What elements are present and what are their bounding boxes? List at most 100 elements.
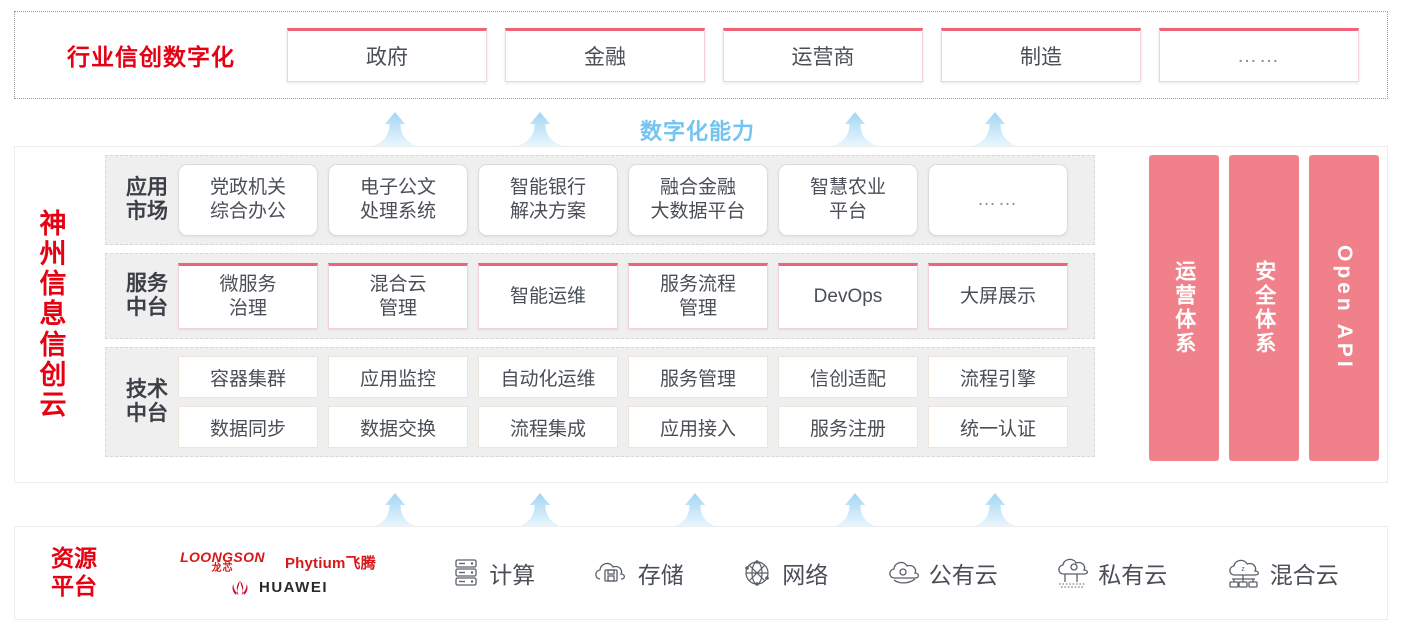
resource-title-line: 平台 xyxy=(51,573,97,599)
resource-item-compute[interactable]: 计算 xyxy=(451,556,535,590)
card-line: 管理 xyxy=(378,298,417,319)
cloud-title-char: 云 xyxy=(39,390,67,421)
tech-card-service-mgmt[interactable]: 服务管理 xyxy=(628,356,768,398)
card-line: 治理 xyxy=(228,298,267,319)
tier-label-service-platform: 服务 中台 xyxy=(116,272,178,320)
tier-label-line: 市场 xyxy=(126,200,168,223)
tier-label-line: 中台 xyxy=(126,296,168,319)
service-card-process-mgmt[interactable]: 服务流程 管理 xyxy=(628,263,768,329)
pillar-label: 安全体系 xyxy=(1252,260,1276,356)
resource-item-list: 计算 存储 xyxy=(423,556,1387,590)
card-line: 解决方案 xyxy=(509,201,586,222)
tier-app-market: 应用 市场 党政机关 综合办公 电子公文 处理系统 智能银行 xyxy=(105,155,1095,245)
loongson-logo-text: LOONGSON xyxy=(180,549,265,565)
card-line: 智能银行 xyxy=(509,177,586,199)
cloud-title-char: 州 xyxy=(39,238,67,269)
tier-label-tech-platform: 技术 中台 xyxy=(116,378,178,426)
tech-card-automated-ops[interactable]: 自动化运维 xyxy=(478,356,618,398)
pillar-operations-system[interactable]: 运营体系 xyxy=(1149,155,1219,461)
app-card-finance-bigdata[interactable]: 融合金融 大数据平台 xyxy=(628,164,768,236)
cloud-title-char: 创 xyxy=(39,359,67,390)
pillar-open-api[interactable]: Open API xyxy=(1309,155,1379,461)
cloud-storage-icon xyxy=(594,562,625,582)
private-cloud-icon xyxy=(1058,558,1089,588)
up-arrow-icon xyxy=(832,112,878,146)
pillar-list: 运营体系 安全体系 Open API xyxy=(1149,155,1379,461)
cloud-title-char: 息 xyxy=(39,299,67,330)
card-line: 服务流程 xyxy=(659,274,736,296)
cloud-title-char: 信 xyxy=(39,329,67,360)
tech-card-service-registry[interactable]: 服务注册 xyxy=(778,406,918,448)
tier-label-line: 技术 xyxy=(126,377,168,401)
app-card-edoc-system[interactable]: 电子公文 处理系统 xyxy=(328,164,468,236)
resource-platform-block: 资源 平台 LOONGSON 龙芯 Phytium飞腾 HUAWEI xyxy=(14,526,1388,620)
app-card-smart-agriculture[interactable]: 智慧农业 平台 xyxy=(778,164,918,236)
resource-item-label: 混合云 xyxy=(1269,562,1339,588)
cloud-title-char: 信 xyxy=(39,269,67,300)
cloud-title-char: 神 xyxy=(39,208,67,239)
tech-card-xinchuang-adaptation[interactable]: 信创适配 xyxy=(778,356,918,398)
resource-item-storage[interactable]: 存储 xyxy=(592,556,684,590)
up-arrow-icon xyxy=(972,493,1018,527)
service-card-hybrid-cloud-mgmt[interactable]: 混合云 管理 xyxy=(328,263,468,329)
service-card-smart-ops[interactable]: 智能运维 xyxy=(478,263,618,329)
up-arrow-icon xyxy=(972,112,1018,146)
public-cloud-icon xyxy=(888,561,919,584)
service-card-microservice-governance[interactable]: 微服务 治理 xyxy=(178,263,318,329)
tech-card-process-engine[interactable]: 流程引擎 xyxy=(928,356,1068,398)
resource-item-hybrid-cloud[interactable]: z 混合云 xyxy=(1224,556,1339,590)
app-card-smart-bank[interactable]: 智能银行 解决方案 xyxy=(478,164,618,236)
resource-item-private-cloud[interactable]: 私有云 xyxy=(1054,556,1167,590)
up-arrow-icon xyxy=(832,493,878,527)
server-icon xyxy=(455,559,477,586)
card-line: 电子公文 xyxy=(359,177,436,199)
resource-item-label: 网络 xyxy=(782,562,829,588)
tier-label-line: 中台 xyxy=(126,402,168,425)
app-card-more[interactable]: …… xyxy=(928,164,1068,236)
huawei-logo-text: HUAWEI xyxy=(259,579,328,596)
tech-card-grid: 容器集群 应用监控 自动化运维 服务管理 信创适配 流程引擎 数据同步 数据交换… xyxy=(178,356,1084,448)
card-line: 大数据平台 xyxy=(650,201,746,222)
capability-arrow-strip-top: 数字化能力 xyxy=(0,106,1402,146)
vendor-logo-row: LOONGSON 龙芯 Phytium飞腾 xyxy=(180,550,376,574)
app-card-list: 党政机关 综合办公 电子公文 处理系统 智能银行 解决方案 融合金融 xyxy=(178,164,1084,236)
resource-title-line: 资源 xyxy=(51,545,97,572)
industry-card-government[interactable]: 政府 xyxy=(287,28,487,82)
resource-platform-title: 资源 平台 xyxy=(15,545,133,600)
resource-item-public-cloud[interactable]: 公有云 xyxy=(885,556,998,590)
resource-item-network[interactable]: 网络 xyxy=(740,556,828,590)
app-card-gov-office[interactable]: 党政机关 综合办公 xyxy=(178,164,318,236)
card-line: 党政机关 xyxy=(209,177,286,199)
industry-band-title: 行业信创数字化 xyxy=(67,44,235,70)
up-arrow-icon xyxy=(372,493,418,527)
cloud-platform-title: 神 州 信 息 信 创 云 xyxy=(15,147,91,482)
tech-card-unified-auth[interactable]: 统一认证 xyxy=(928,406,1068,448)
industry-card-manufacturing[interactable]: 制造 xyxy=(941,28,1141,82)
phytium-logo: Phytium飞腾 xyxy=(284,554,376,572)
card-line: 处理系统 xyxy=(359,201,436,222)
tech-card-app-monitoring[interactable]: 应用监控 xyxy=(328,356,468,398)
industry-band: 行业信创数字化 政府 金融 运营商 制造 …… xyxy=(14,11,1388,99)
industry-card-more[interactable]: …… xyxy=(1159,28,1359,82)
capability-label: 数字化能力 xyxy=(640,119,756,144)
tech-card-data-exchange[interactable]: 数据交换 xyxy=(328,406,468,448)
up-arrow-icon xyxy=(672,493,718,527)
tech-card-container-cluster[interactable]: 容器集群 xyxy=(178,356,318,398)
network-mesh-icon xyxy=(745,560,770,586)
service-card-dashboard[interactable]: 大屏展示 xyxy=(928,263,1068,329)
card-line: 平台 xyxy=(828,201,867,222)
industry-card-telecom[interactable]: 运营商 xyxy=(723,28,923,82)
tier-label-line: 应用 xyxy=(126,175,168,199)
service-card-devops[interactable]: DevOps xyxy=(778,263,918,329)
pillar-security-system[interactable]: 安全体系 xyxy=(1229,155,1299,461)
tech-card-row: 容器集群 应用监控 自动化运维 服务管理 信创适配 流程引擎 xyxy=(178,356,1084,398)
tech-card-app-access[interactable]: 应用接入 xyxy=(628,406,768,448)
tech-card-process-integration[interactable]: 流程集成 xyxy=(478,406,618,448)
card-line: 智慧农业 xyxy=(809,177,886,199)
tech-card-data-sync[interactable]: 数据同步 xyxy=(178,406,318,448)
industry-card-finance[interactable]: 金融 xyxy=(505,28,705,82)
resource-item-label: 计算 xyxy=(489,562,536,588)
up-arrow-icon xyxy=(517,493,563,527)
cloud-platform-body: 应用 市场 党政机关 综合办公 电子公文 处理系统 智能银行 xyxy=(91,147,1387,482)
